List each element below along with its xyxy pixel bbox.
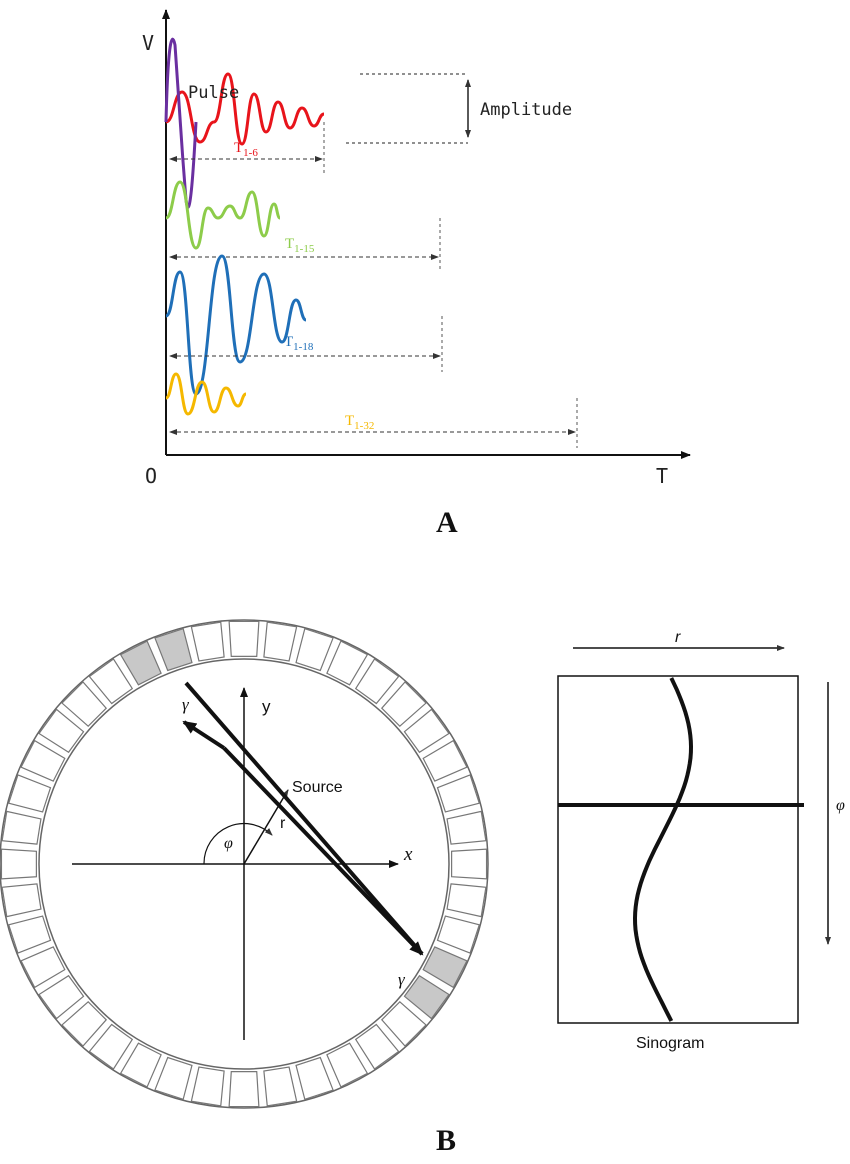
t1-18-label-base: T [284, 334, 293, 350]
panel-a: V T O Pulse Amplitude T1-6 T1-15 T1-18 T… [142, 9, 691, 539]
detector-block [154, 1056, 193, 1101]
detector-block [190, 1066, 225, 1107]
detector-block [295, 1056, 334, 1101]
detector-block [119, 1042, 162, 1088]
a-y-axis-label: V [142, 31, 154, 55]
line-of-response-main [184, 681, 424, 956]
active-detector [119, 640, 162, 686]
detector-block [436, 774, 481, 813]
detector-block [7, 915, 52, 954]
t1-6-label-base: T [234, 140, 243, 156]
detector-block [20, 946, 66, 989]
detector-block [354, 1023, 400, 1070]
detector-block [446, 810, 487, 845]
detector-block [190, 621, 225, 662]
t1-32-label-base: T [345, 413, 354, 429]
trace-blue [164, 254, 307, 396]
panel-b: y x φ r Source γ γ r φ Sinogram B [0, 619, 845, 1157]
line-of-response-lower [222, 746, 424, 956]
gamma-label-bottom: γ [398, 970, 406, 989]
detector-block [436, 915, 481, 954]
t1-18-label-sub: 1-18 [293, 341, 314, 353]
sinogram-box [557, 675, 799, 1024]
detector-ring [0, 620, 488, 1108]
pulse-waveform [164, 37, 198, 209]
phi-arc [203, 822, 273, 865]
detector-block [1, 810, 42, 845]
detector-block [326, 1042, 369, 1088]
detector-block [451, 848, 488, 880]
detector-block [20, 739, 66, 782]
detector-block [1, 883, 42, 918]
detector-block [403, 708, 450, 754]
panel-a-label: A [436, 506, 458, 539]
detector-block [88, 658, 134, 705]
amplitude-label: Amplitude [480, 100, 572, 120]
detector-block [295, 627, 334, 672]
line-of-response [182, 720, 226, 750]
t1-6-label: T1-6 [234, 140, 258, 159]
gamma-label-top: γ [182, 695, 190, 714]
trace-yellow [165, 372, 247, 416]
detector-block [88, 1023, 134, 1070]
sinogram-label: Sinogram [636, 1035, 704, 1052]
a-origin-label: O [145, 464, 157, 488]
detector-block [0, 848, 37, 880]
detector-block [61, 1000, 108, 1047]
b-y-label: y [262, 697, 271, 716]
detector-block [263, 621, 298, 662]
r-label: r [280, 815, 286, 832]
t1-15-label: T1-15 [285, 236, 315, 255]
detector-block [61, 681, 108, 728]
r-vector [243, 789, 289, 865]
detector-block [38, 974, 85, 1020]
source-label: Source [292, 779, 343, 796]
sinogram-curve [632, 677, 694, 1022]
sinogram-r-label: r [675, 629, 681, 646]
active-detector [403, 974, 450, 1020]
t1-15-label-base: T [285, 236, 294, 252]
detector-block [7, 774, 52, 813]
detector-block [422, 739, 468, 782]
detector-block [228, 620, 260, 657]
t1-15-label-sub: 1-15 [294, 243, 315, 255]
t1-18-label: T1-18 [284, 334, 314, 353]
phi-label: φ [224, 835, 233, 852]
detector-block [380, 681, 427, 728]
detector-block [38, 708, 85, 754]
detector-block [354, 658, 400, 705]
sinogram-phi-label: φ [836, 797, 845, 814]
detector-block [446, 883, 487, 918]
b-x-label: x [403, 844, 413, 865]
detector-block [263, 1066, 298, 1107]
panel-b-label: B [436, 1124, 456, 1157]
a-x-axis-label: T [656, 464, 668, 488]
pulse-label: Pulse [188, 83, 239, 103]
detector-block [326, 640, 369, 686]
t1-32-label-sub: 1-32 [354, 420, 374, 432]
trace-red [165, 72, 325, 146]
active-detector [154, 627, 193, 672]
t1-6-label-sub: 1-6 [243, 147, 258, 159]
t1-32-label: T1-32 [345, 413, 374, 432]
detector-block [228, 1071, 260, 1108]
active-detector [422, 946, 468, 989]
detector-block [380, 1000, 427, 1047]
trace-green [165, 180, 281, 250]
